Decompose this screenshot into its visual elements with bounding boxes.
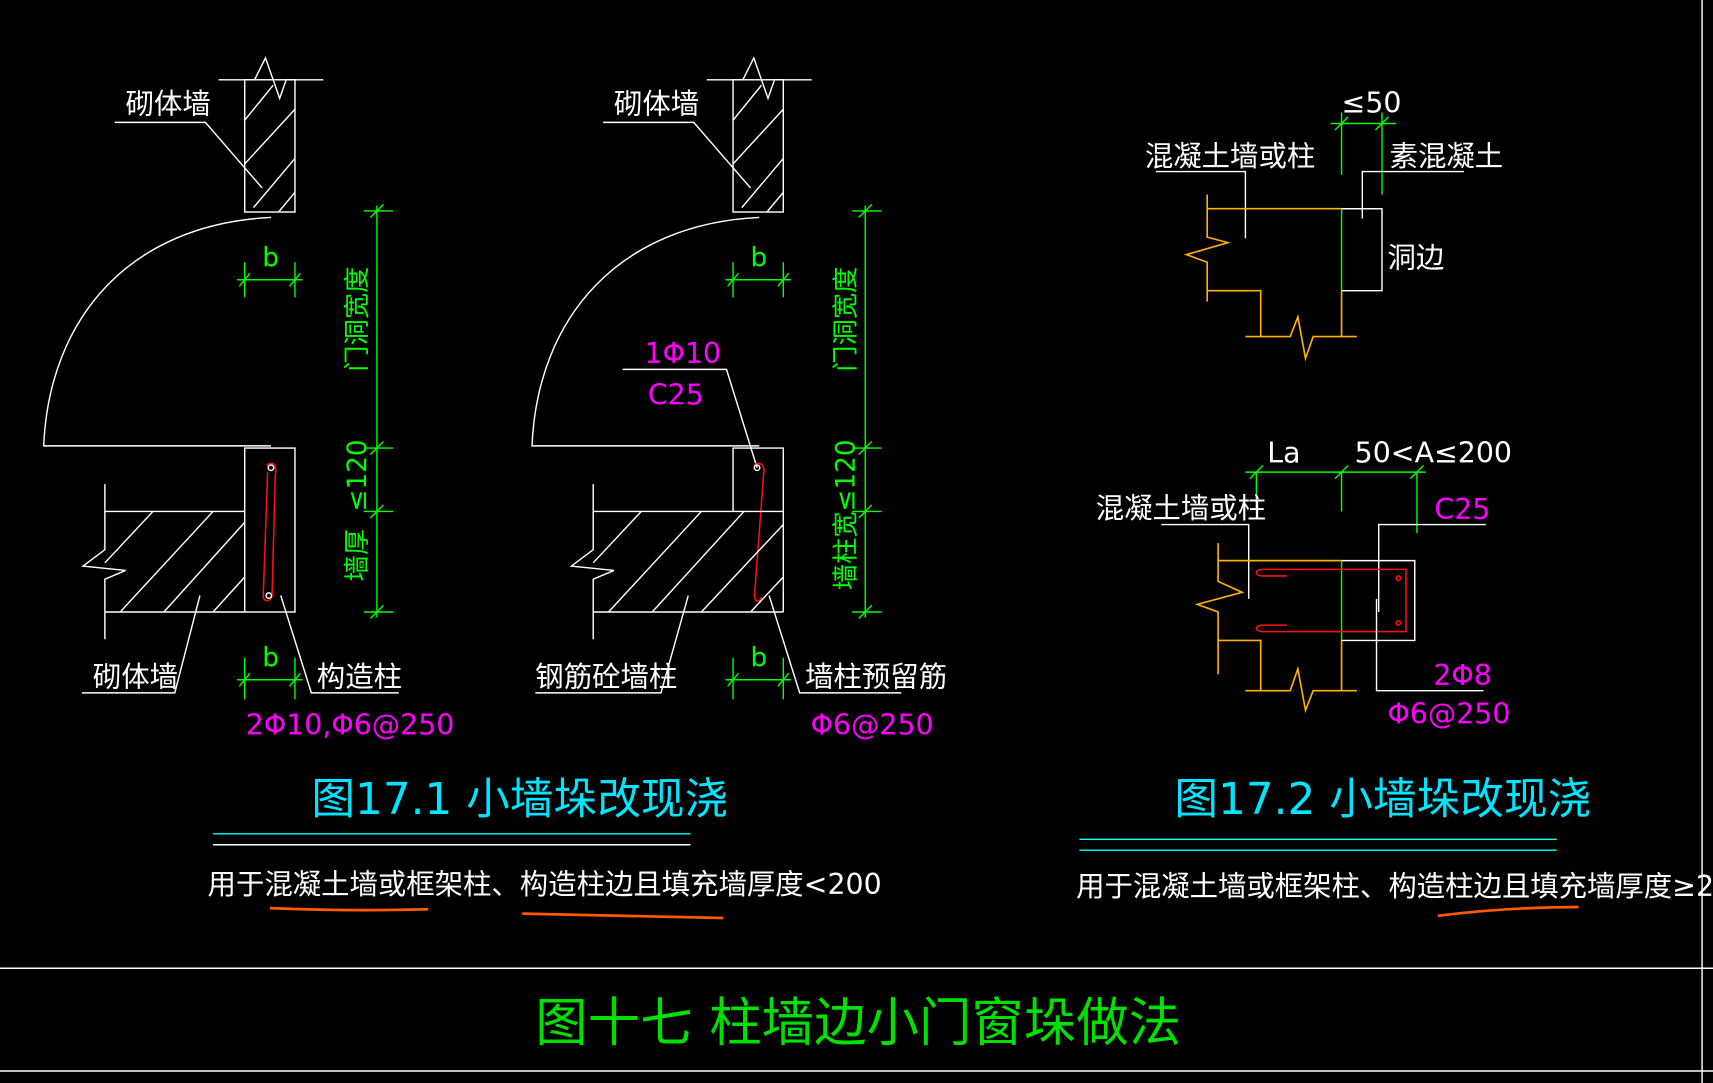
rebar-spec: 2Φ10,Φ6@250 — [246, 708, 455, 741]
rebar-top-spec: 1Φ10 — [645, 337, 722, 370]
reserved-rebar — [753, 462, 765, 602]
highlight-underline[interactable] — [269, 906, 429, 912]
rebar-dot — [1395, 619, 1402, 626]
concrete-grade: C25 — [648, 378, 704, 411]
label-reserved-rebar: 墙柱预留筋 — [805, 660, 947, 693]
fig2-top-detail: ≤50 混凝土墙或柱 素混凝土 洞边 — [1145, 87, 1504, 362]
dim-column-width: 墙柱宽 — [831, 511, 861, 590]
highlight-underline[interactable] — [1437, 905, 1579, 918]
wall-break-line — [218, 56, 324, 101]
leader-line — [603, 121, 752, 189]
dim-la-a — [1245, 465, 1426, 534]
wall-hatch — [244, 84, 296, 213]
rebar-main: 2Φ8 — [1433, 659, 1491, 692]
dim-le120: ≤120 — [831, 439, 861, 511]
plain-concrete-block — [1341, 208, 1383, 292]
label-masonry-wall-bottom: 砌体墙 — [93, 660, 178, 693]
leader-line — [114, 121, 263, 189]
dim-b-bottom-text: b — [262, 644, 279, 674]
dim-b-top — [237, 262, 303, 298]
dim-la-text: La — [1267, 436, 1300, 469]
label-masonry-wall-top: 砌体墙 — [614, 88, 699, 121]
label-masonry-wall-top: 砌体墙 — [126, 88, 211, 121]
rebar-stirrup-spec: Φ6@250 — [1387, 697, 1510, 730]
dim-vertical — [363, 203, 394, 620]
leader-line — [535, 595, 689, 694]
new-concrete-block — [1341, 559, 1416, 642]
rebar-dot — [1395, 575, 1402, 582]
masonry-wall-top — [244, 79, 296, 213]
dim-door-width: 门洞宽度 — [343, 267, 373, 372]
fig1-caption: 图17.1 小墙垛改现浇 — [311, 774, 728, 825]
existing-wall — [1194, 543, 1357, 714]
dim-a-text: 50<A≤200 — [1355, 436, 1512, 469]
leader-line — [280, 595, 399, 694]
dim-b-top-text: b — [262, 244, 279, 274]
leader-line — [622, 368, 758, 468]
structural-column — [244, 447, 296, 613]
rebar-dot — [753, 464, 761, 472]
label-concrete-wall: 混凝土墙或柱 — [1145, 140, 1315, 173]
fig2-caption: 图17.2 小墙垛改现浇 — [1174, 774, 1591, 825]
leader-line — [81, 595, 201, 694]
dim-door-width: 门洞宽度 — [831, 267, 861, 372]
rebar-dot — [265, 592, 273, 600]
wall-break-line — [706, 56, 812, 101]
door-swing-arc — [531, 216, 760, 447]
label-rc-wall-column: 钢筋砼墙柱 — [535, 660, 677, 693]
dim-b-bottom-text: b — [751, 644, 768, 674]
leader-line — [1155, 170, 1247, 239]
concrete-grade: C25 — [1434, 493, 1490, 526]
wall-hatch — [732, 84, 784, 213]
highlight-underline[interactable] — [522, 912, 724, 920]
masonry-wall-top — [732, 79, 785, 213]
rebar-stirrup — [262, 462, 277, 602]
leader-line — [768, 595, 902, 694]
fig2-note: 用于混凝土墙或框架柱、构造柱边且填充墙厚度≥200 — [1076, 870, 1713, 903]
label-plain-concrete: 素混凝土 — [1390, 140, 1504, 173]
column-outline — [732, 447, 785, 612]
fig2-bottom-detail: La 50<A≤200 混凝土墙或柱 C25 2Φ8 Φ6@250 — [1096, 436, 1512, 730]
dim-le120: ≤120 — [343, 439, 373, 511]
label-structural-column: 构造柱 — [317, 660, 402, 693]
rebar-dot — [267, 464, 275, 472]
dim-le50 — [1330, 112, 1397, 195]
leader-line — [1377, 523, 1486, 612]
leader-line — [1361, 170, 1464, 219]
door-swing-arc — [42, 216, 271, 447]
wall-hatch — [592, 510, 784, 613]
dim-b-bottom — [725, 657, 791, 700]
rebar-spec: Φ6@250 — [811, 708, 934, 741]
leader-line — [1161, 523, 1250, 599]
leader-line — [1375, 598, 1484, 692]
stirrup — [1255, 568, 1407, 633]
label-opening-edge: 洞边 — [1387, 242, 1444, 275]
fig1-note: 用于混凝土墙或框架柱、构造柱边且填充墙厚度<200 — [208, 868, 882, 901]
dim-b-top — [725, 262, 791, 298]
fig1b-detail: 砌体墙 b 1Φ10 C25 门洞宽度 ≤120 墙柱宽 钢筋砼墙柱 墙柱预留筋… — [531, 56, 947, 741]
fig1-detail: 砌体墙 b 门洞宽度 ≤120 墙厚 砌体墙 构造柱 b 2Φ10,Φ6@250 — [42, 56, 455, 741]
dim-wall-thickness: 墙厚 — [343, 529, 373, 581]
existing-wall — [1183, 194, 1357, 362]
label-concrete-wall: 混凝土墙或柱 — [1096, 492, 1266, 525]
rc-wall-column — [569, 484, 784, 640]
wall-hatch — [104, 510, 246, 613]
caption-underline — [1079, 838, 1557, 851]
dim-b-top-text: b — [751, 244, 768, 274]
dim-b-bottom — [237, 657, 303, 700]
dim-le50-text: ≤50 — [1342, 87, 1402, 120]
dim-vertical — [852, 203, 882, 620]
sheet-title: 图十七 柱墙边小门窗垛做法 — [535, 992, 1181, 1053]
masonry-wall-bottom — [81, 484, 245, 640]
